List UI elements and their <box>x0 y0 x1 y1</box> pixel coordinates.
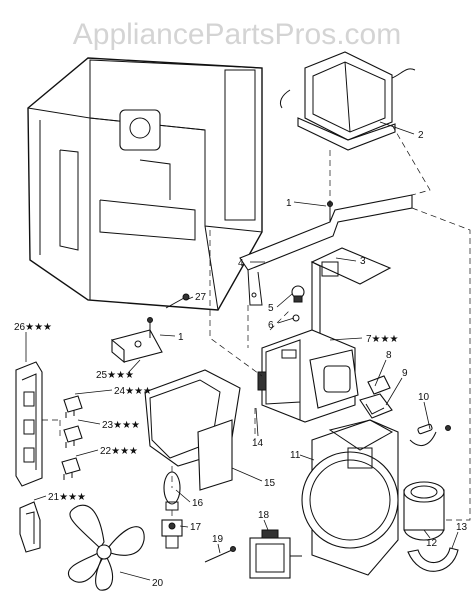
callout-12: 12 <box>426 538 438 549</box>
callout-17: 17 <box>190 522 202 533</box>
callout-19: 19 <box>212 534 224 545</box>
leader-lines <box>25 121 459 581</box>
interlock-switch-22 <box>61 457 81 480</box>
callout-3: 3 <box>360 256 366 267</box>
clip-9 <box>359 393 393 419</box>
callout-10: 10 <box>418 392 430 403</box>
spacer-8 <box>367 375 391 395</box>
callout-5: 5 <box>268 303 274 314</box>
callout-26: 26★★★ <box>14 322 52 333</box>
callout-4: 4 <box>238 258 244 269</box>
hinge-bracket <box>111 329 163 364</box>
callout-9: 9 <box>402 368 408 379</box>
mounting-plate <box>310 247 392 337</box>
interlock-bracket <box>15 361 43 487</box>
callout-15: 15 <box>264 478 276 489</box>
capacitor-strap <box>407 547 459 572</box>
callout-24: 24★★★ <box>114 386 152 397</box>
callout-25: 25★★★ <box>96 370 134 381</box>
callout-23: 23★★★ <box>102 420 140 431</box>
magnetron <box>257 329 359 423</box>
thermal-cutoff <box>291 285 305 322</box>
callout-6: 6 <box>268 320 274 331</box>
callout-11: 11 <box>290 450 301 461</box>
callout-21: 21★★★ <box>48 492 86 503</box>
interlock-switch-23 <box>63 425 83 448</box>
callout-22: 22★★★ <box>100 446 138 457</box>
latch-lever <box>19 501 41 553</box>
callout-7: 7★★★ <box>366 334 398 345</box>
callout-8: 8 <box>386 350 392 361</box>
watermark: AppliancePartsPros.com <box>73 18 401 51</box>
transformer <box>279 51 416 151</box>
screw-27 <box>165 293 190 309</box>
fan-motor <box>249 529 302 579</box>
callout-18: 18 <box>258 510 270 521</box>
callout-14: 14 <box>252 438 264 449</box>
screw-19 <box>204 546 236 563</box>
callout-27: 27 <box>195 292 207 303</box>
air-duct <box>144 369 241 491</box>
callout-20: 20 <box>152 578 164 589</box>
callout-labels: 2 1 3 4 5 6 7★★★ 1 27 26★★★ 25★★★ 24★★★ … <box>14 130 468 589</box>
upper-bracket <box>239 194 413 306</box>
callout-13: 13 <box>456 522 468 533</box>
interlock-switch-24 <box>63 395 83 418</box>
capacitor <box>403 481 445 541</box>
fan-blade <box>67 504 145 591</box>
callout-1-top: 1 <box>286 198 292 209</box>
screw-1-lower <box>147 317 153 338</box>
callout-16: 16 <box>192 498 204 509</box>
fuse-wire <box>409 423 451 447</box>
callout-2: 2 <box>418 130 424 141</box>
lamp-socket <box>161 519 183 549</box>
assembly-lines <box>42 124 471 521</box>
oven-cavity <box>27 57 263 311</box>
fan-shroud <box>301 419 399 576</box>
callout-1-lower: 1 <box>178 332 184 343</box>
